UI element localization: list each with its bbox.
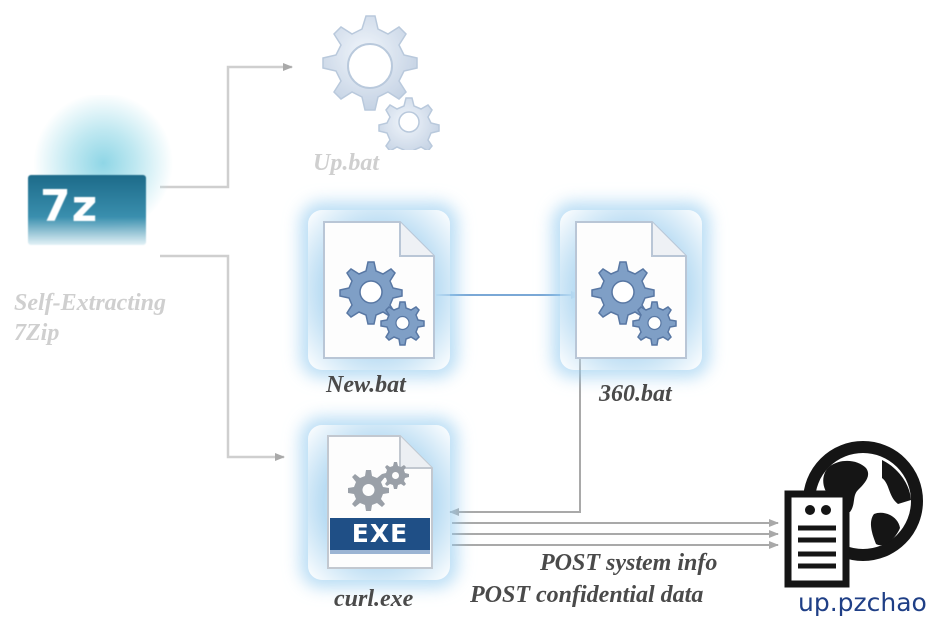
edge-label-post-confidential: POST confidential data	[470, 582, 704, 608]
exe-file-icon	[327, 435, 433, 569]
sfx-label-line1: Self-Extracting	[14, 290, 167, 316]
batch-file-icon	[575, 221, 687, 359]
server-label: up.pzchao	[798, 588, 927, 617]
batch-file-icon	[323, 221, 435, 359]
arrow-sfx-to-up-bat	[160, 63, 293, 189]
bat-360-label: 360.bat	[599, 381, 672, 407]
up-bat-label: Up.bat	[313, 150, 379, 176]
arrow-360-to-curl	[449, 355, 581, 516]
sfx-7z-icon: 7z	[28, 175, 146, 245]
exe-badge	[330, 518, 430, 550]
sfx-badge-text: 7z	[40, 181, 99, 232]
gears-icon	[322, 15, 440, 150]
sfx-label: Self-Extracting 7Zip	[14, 288, 166, 348]
curl-label: curl.exe	[334, 586, 414, 612]
exe-badge-text: EXE	[351, 519, 409, 548]
edge-label-post-system-info: POST system info	[540, 550, 718, 576]
new-bat-label: New.bat	[326, 372, 406, 398]
sfx-label-line2: 7Zip	[14, 320, 60, 346]
arrow-sfx-to-curl	[160, 254, 285, 461]
server-globe-icon	[784, 441, 923, 588]
